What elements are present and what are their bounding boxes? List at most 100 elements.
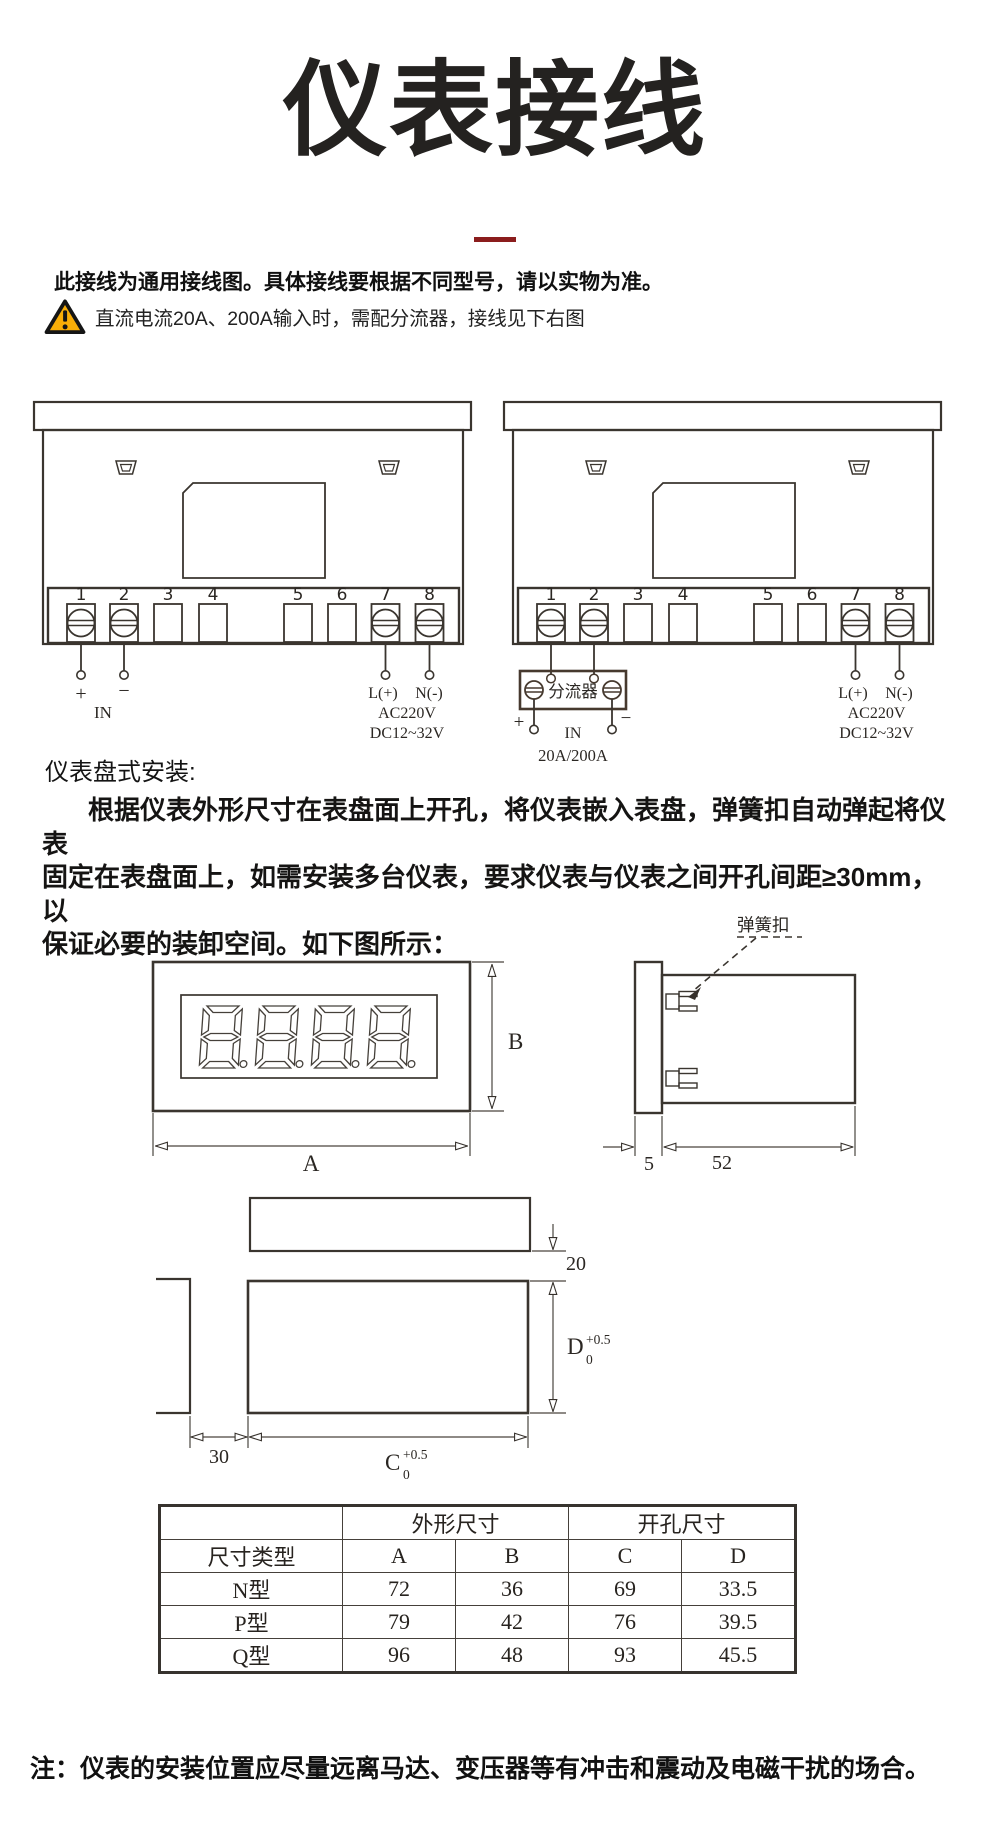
table-group-header-row: 外形尺寸 开孔尺寸 <box>159 1505 797 1540</box>
terminal <box>623 603 653 643</box>
right-plus-label: + <box>514 712 525 733</box>
left-live-label: L(+) <box>368 685 397 702</box>
terminal-number: 3 <box>633 585 644 605</box>
dimension-52-label: 52 <box>712 1152 732 1174</box>
right-dc-label: DC12~32V <box>839 725 914 742</box>
dimension-C-label: C <box>385 1450 400 1475</box>
right-in-label: IN <box>565 725 582 742</box>
type-header-cell: 尺寸类型 <box>159 1539 343 1573</box>
dimension-D-tol-plus: +0.5 <box>586 1332 611 1347</box>
front-bezel <box>151 960 472 1113</box>
dimension-C-tol-zero: 0 <box>403 1467 410 1482</box>
page-title: 仪表接线 <box>282 53 707 169</box>
dimension-C-lines <box>250 1416 529 1448</box>
value-cell: 48 <box>454 1638 570 1673</box>
type-cell: P型 <box>159 1605 343 1639</box>
left-clip-slot-1 <box>115 460 137 475</box>
left-clip-slot-2 <box>378 460 400 475</box>
warning-triangle-icon <box>44 299 86 334</box>
dimension-30-lines <box>189 1416 249 1448</box>
dimension-30-label: 30 <box>209 1446 229 1468</box>
shunt-range-label: 20A/200A <box>538 746 608 765</box>
paragraph-line: 保证必要的装卸空间。如下图所示： <box>42 929 459 959</box>
dimension-B-label: B <box>508 1029 523 1054</box>
right-terminal-strip <box>516 586 931 645</box>
paragraph-line: 固定在表盘面上，如需安装多台仪表，要求仪表与仪表之间开孔间距≥30mm，以 <box>42 862 938 926</box>
type-cell: N型 <box>159 1572 343 1606</box>
value-cell: 76 <box>568 1605 683 1639</box>
dimension-D-tol-zero: 0 <box>586 1352 593 1367</box>
dimension-A-label: A <box>303 1151 320 1176</box>
terminal-number: 5 <box>293 585 304 605</box>
col-header-B: B <box>454 1539 570 1573</box>
type-cell: Q型 <box>159 1638 343 1673</box>
left-plus-label: + <box>75 683 86 705</box>
left-label-plate <box>182 482 326 579</box>
cutout-rectangle <box>246 1279 530 1415</box>
adjacent-panel-edge <box>156 1277 192 1415</box>
right-clip-slot-1 <box>585 460 607 475</box>
right-top-bar <box>502 400 943 432</box>
seven-segment-digits <box>198 1005 420 1069</box>
terminal-number: 8 <box>424 585 435 605</box>
table-corner-cell <box>159 1505 343 1540</box>
terminal-number: 1 <box>76 585 87 605</box>
dimension-A-lines <box>152 1113 471 1156</box>
right-minus-label: − <box>621 708 632 729</box>
paragraph-line: 根据仪表外形尺寸在表盘面上开孔，将仪表嵌入表盘，弹簧扣自动弹起将仪表 <box>42 795 947 859</box>
value-cell: 45.5 <box>681 1638 797 1673</box>
outline-dimension-views: B A 弹簧扣 <box>151 915 857 1176</box>
meter-front-view <box>151 960 472 1113</box>
panel-install-heading: 仪表盘式安装: <box>45 759 196 786</box>
installation-note: 注：仪表的安装位置应尽量远离马达、变压器等有冲击和震动及电磁干扰的场合。 <box>30 1755 931 1783</box>
hole-size-header: 开孔尺寸 <box>568 1505 797 1540</box>
callout-arrowhead <box>688 987 701 1000</box>
value-cell: 33.5 <box>681 1572 797 1606</box>
dimension-D-label: D <box>567 1334 584 1359</box>
table-row: P型 79 42 76 39.5 <box>159 1605 797 1639</box>
terminal-number: 6 <box>337 585 348 605</box>
wiring-diagrams: 1 2 3 4 5 6 7 8 + − IN L(+) N(-) AC220V … <box>32 400 943 765</box>
title-divider <box>474 237 516 242</box>
value-cell: 42 <box>454 1605 570 1639</box>
left-neutral-label: N(-) <box>415 685 443 702</box>
left-minus-label: − <box>118 680 129 702</box>
meter-side-view <box>633 960 857 1115</box>
value-cell: 72 <box>342 1572 456 1606</box>
left-wires <box>76 643 435 680</box>
col-header-A: A <box>342 1539 456 1573</box>
terminal <box>753 603 783 643</box>
display-window <box>180 994 438 1079</box>
value-cell: 79 <box>342 1605 456 1639</box>
panel-cutout-view: 20 D +0.5 0 30 C +0.5 0 <box>156 1196 611 1482</box>
left-terminal-strip <box>46 586 461 645</box>
terminal <box>327 603 357 643</box>
intro-bold-text: 此接线为通用接线图。具体接线要根据不同型号，请以实物为准。 <box>54 271 663 294</box>
terminal <box>283 603 313 643</box>
screw-terminals <box>536 608 914 638</box>
dimension-B-lines <box>472 961 504 1112</box>
dimension-5-52-lines <box>603 1106 856 1156</box>
warning-row: 直流电流20A、200A输入时，需配分流器，接线见下右图 <box>44 298 585 334</box>
value-cell: 39.5 <box>681 1605 797 1639</box>
left-top-bar <box>32 400 473 432</box>
terminal-number: 7 <box>380 585 391 605</box>
terminal-number: 5 <box>763 585 774 605</box>
terminal-number: 7 <box>850 585 861 605</box>
spring-clip-label: 弹簧扣 <box>737 915 790 935</box>
terminal-number: 2 <box>119 585 130 605</box>
shunt-wires <box>528 699 617 735</box>
left-in-label: IN <box>94 703 112 722</box>
right-live-label: L(+) <box>838 685 867 702</box>
right-label-plate <box>652 482 796 579</box>
terminal-number: 4 <box>208 585 219 605</box>
dimension-C-tol-plus: +0.5 <box>403 1447 428 1462</box>
side-bezel <box>633 960 664 1115</box>
shunt-label: 分流器 <box>548 682 598 701</box>
value-cell: 69 <box>568 1572 683 1606</box>
side-body <box>660 973 857 1105</box>
spring-clip-callout <box>688 936 802 1000</box>
dimension-5-label: 5 <box>644 1153 654 1175</box>
right-wires <box>550 643 905 680</box>
